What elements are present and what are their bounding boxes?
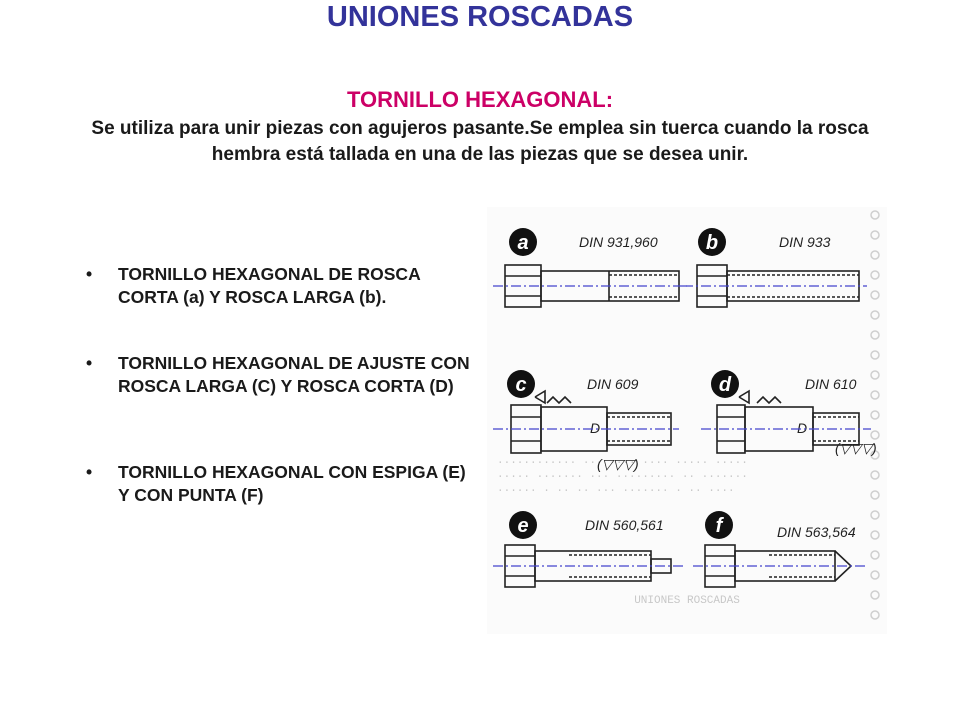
section-subtitle: TORNILLO HEXAGONAL: xyxy=(346,87,614,112)
bullet-list: TORNILLO HEXAGONAL DE ROSCA CORTA (a) Y … xyxy=(84,263,474,507)
binder-holes xyxy=(870,210,880,620)
din-label: DIN 933 xyxy=(779,234,831,250)
panel-e: e DIN 560,561 xyxy=(493,511,683,588)
din-label: DIN 560,561 xyxy=(585,517,664,533)
bolt-drawings-figure: ............ ... .... .... ..... ..... .… xyxy=(487,207,887,634)
bullet-item: TORNILLO HEXAGONAL DE ROSCA CORTA (a) Y … xyxy=(84,263,474,309)
panel-letter: b xyxy=(706,232,718,254)
fit-mark: D xyxy=(590,420,600,436)
panel-letter: f xyxy=(716,515,725,537)
svg-text:...... . .. .. ... ....... . .: ...... . .. .. ... ....... . .. .... xyxy=(497,483,735,495)
panel-letter: e xyxy=(517,515,528,537)
ghost-text: ............ ... .... .... ..... ..... .… xyxy=(497,455,748,495)
panel-d: d DIN 610 D (▽▽▽) xyxy=(701,370,877,456)
bullet-item: TORNILLO HEXAGONAL CON ESPIGA (E) Y CON … xyxy=(84,461,474,507)
panel-b: b DIN 933 xyxy=(683,228,867,308)
din-label: DIN 609 xyxy=(587,376,639,392)
page-title: UNIONES ROSCADAS xyxy=(326,1,634,33)
din-label: DIN 931,960 xyxy=(579,234,658,250)
din-label: DIN 610 xyxy=(805,376,857,392)
surface-finish: (▽▽▽) xyxy=(597,456,639,472)
svg-text:..... ....... ... ......... ..: ..... ....... ... ......... .. ....... xyxy=(497,469,748,481)
panel-c: c DIN 609 D (▽▽▽) xyxy=(493,370,679,472)
description-text: Se utiliza para unir piezas con agujeros… xyxy=(91,118,869,165)
svg-text:............ ... .... .... ...: ............ ... .... .... ..... ..... xyxy=(497,455,748,467)
bolt-drawings-svg: ............ ... .... .... ..... ..... .… xyxy=(493,210,880,620)
panel-letter: d xyxy=(719,374,732,396)
fit-mark: D xyxy=(797,420,807,436)
din-label: DIN 563,564 xyxy=(777,524,856,540)
figure-footer: UNIONES ROSCADAS xyxy=(634,595,740,607)
panel-letter: a xyxy=(517,232,528,254)
panel-letter: c xyxy=(515,374,526,396)
surface-finish: (▽▽▽) xyxy=(835,440,877,456)
panel-f: f DIN 563,564 xyxy=(693,511,867,588)
panel-a: a DIN 931,960 xyxy=(493,228,687,308)
bullet-item: TORNILLO HEXAGONAL DE AJUSTE CON ROSCA L… xyxy=(84,352,474,398)
